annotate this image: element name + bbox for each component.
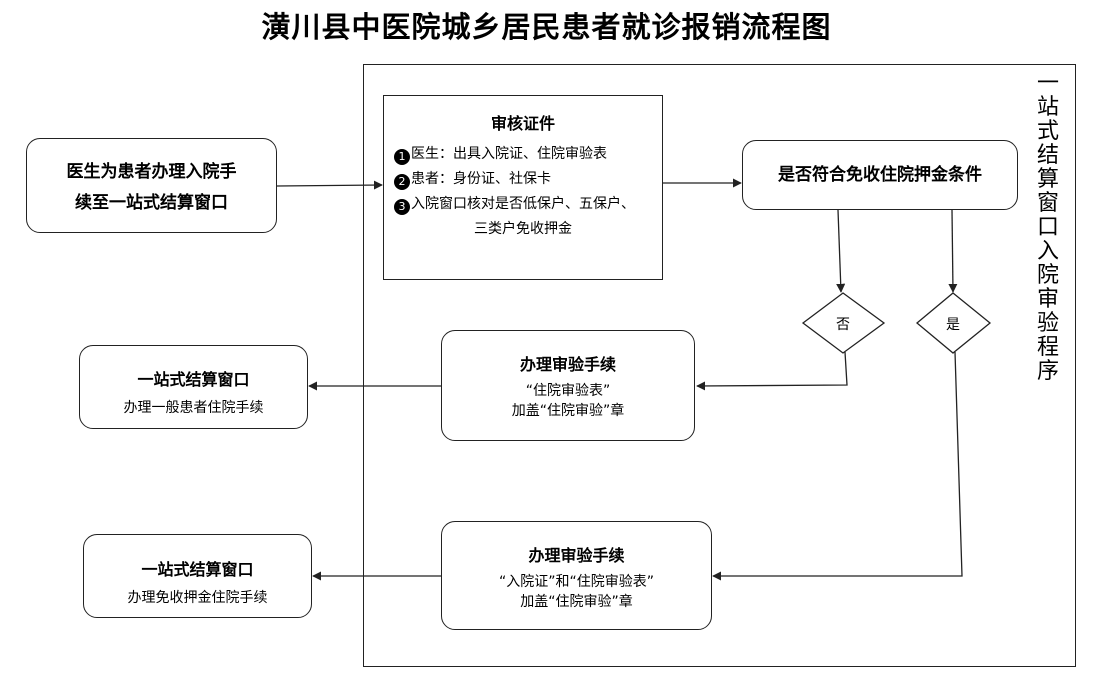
process-no-line2: 加盖“住院审验”章 bbox=[511, 403, 625, 419]
process-no-line1: “住院审验表” bbox=[525, 383, 611, 399]
review-box-title: 审核证件 bbox=[490, 114, 555, 133]
process-yes-title: 办理审验手续 bbox=[528, 546, 625, 565]
process-yes-line1: “入院证”和“住院审验表” bbox=[498, 574, 654, 590]
number-badge-icon: 2 bbox=[394, 174, 410, 190]
outcome-exempt-line1: 办理免收押金住院手续 bbox=[127, 590, 268, 606]
page-title: 潢川县中医院城乡居民患者就诊报销流程图 bbox=[261, 10, 832, 44]
doctor-box-line2: 续至一站式结算窗口 bbox=[75, 193, 228, 213]
doctor-admission-box: 医生为患者办理入院手 续至一站式结算窗口 bbox=[26, 138, 277, 233]
decision-no-diamond bbox=[801, 292, 886, 354]
arrow-condition-to-yes bbox=[948, 209, 958, 293]
decision-no-label: 否 bbox=[836, 317, 850, 333]
arrow-condition-to-no bbox=[836, 209, 846, 293]
arrow-doctor-to-review bbox=[276, 180, 383, 190]
window-frame bbox=[363, 64, 1076, 667]
process-no-box: 办理审验手续 “住院审验表” 加盖“住院审验”章 bbox=[441, 330, 695, 441]
condition-box: 是否符合免收住院押金条件 bbox=[742, 140, 1018, 210]
process-yes-box: 办理审验手续 “入院证”和“住院审验表” 加盖“住院审验”章 bbox=[441, 521, 712, 630]
process-yes-line2: 加盖“住院审验”章 bbox=[520, 594, 633, 610]
outcome-general-box: 一站式结算窗口 办理一般患者住院手续 bbox=[79, 345, 308, 429]
outcome-general-line1: 办理一般患者住院手续 bbox=[123, 400, 264, 416]
number-badge-icon: 3 bbox=[394, 199, 410, 215]
doctor-box-line1: 医生为患者办理入院手 bbox=[66, 162, 237, 182]
decision-yes-label: 是 bbox=[946, 317, 960, 333]
arrow-no-to-process bbox=[696, 351, 848, 391]
outcome-general-title: 一站式结算窗口 bbox=[137, 370, 250, 389]
process-no-title: 办理审验手续 bbox=[519, 355, 616, 374]
outcome-exempt-title: 一站式结算窗口 bbox=[141, 560, 254, 579]
number-badge-icon: 1 bbox=[394, 149, 410, 165]
outcome-exempt-box: 一站式结算窗口 办理免收押金住院手续 bbox=[83, 534, 312, 618]
review-item-3-cont: 三类户免收押金 bbox=[474, 221, 572, 237]
condition-box-title: 是否符合免收住院押金条件 bbox=[778, 165, 982, 185]
side-label: 一站式结算窗口入院审验程序 bbox=[1036, 71, 1059, 384]
decision-yes-diamond bbox=[915, 292, 992, 354]
arrow-yes-to-process bbox=[712, 351, 963, 581]
